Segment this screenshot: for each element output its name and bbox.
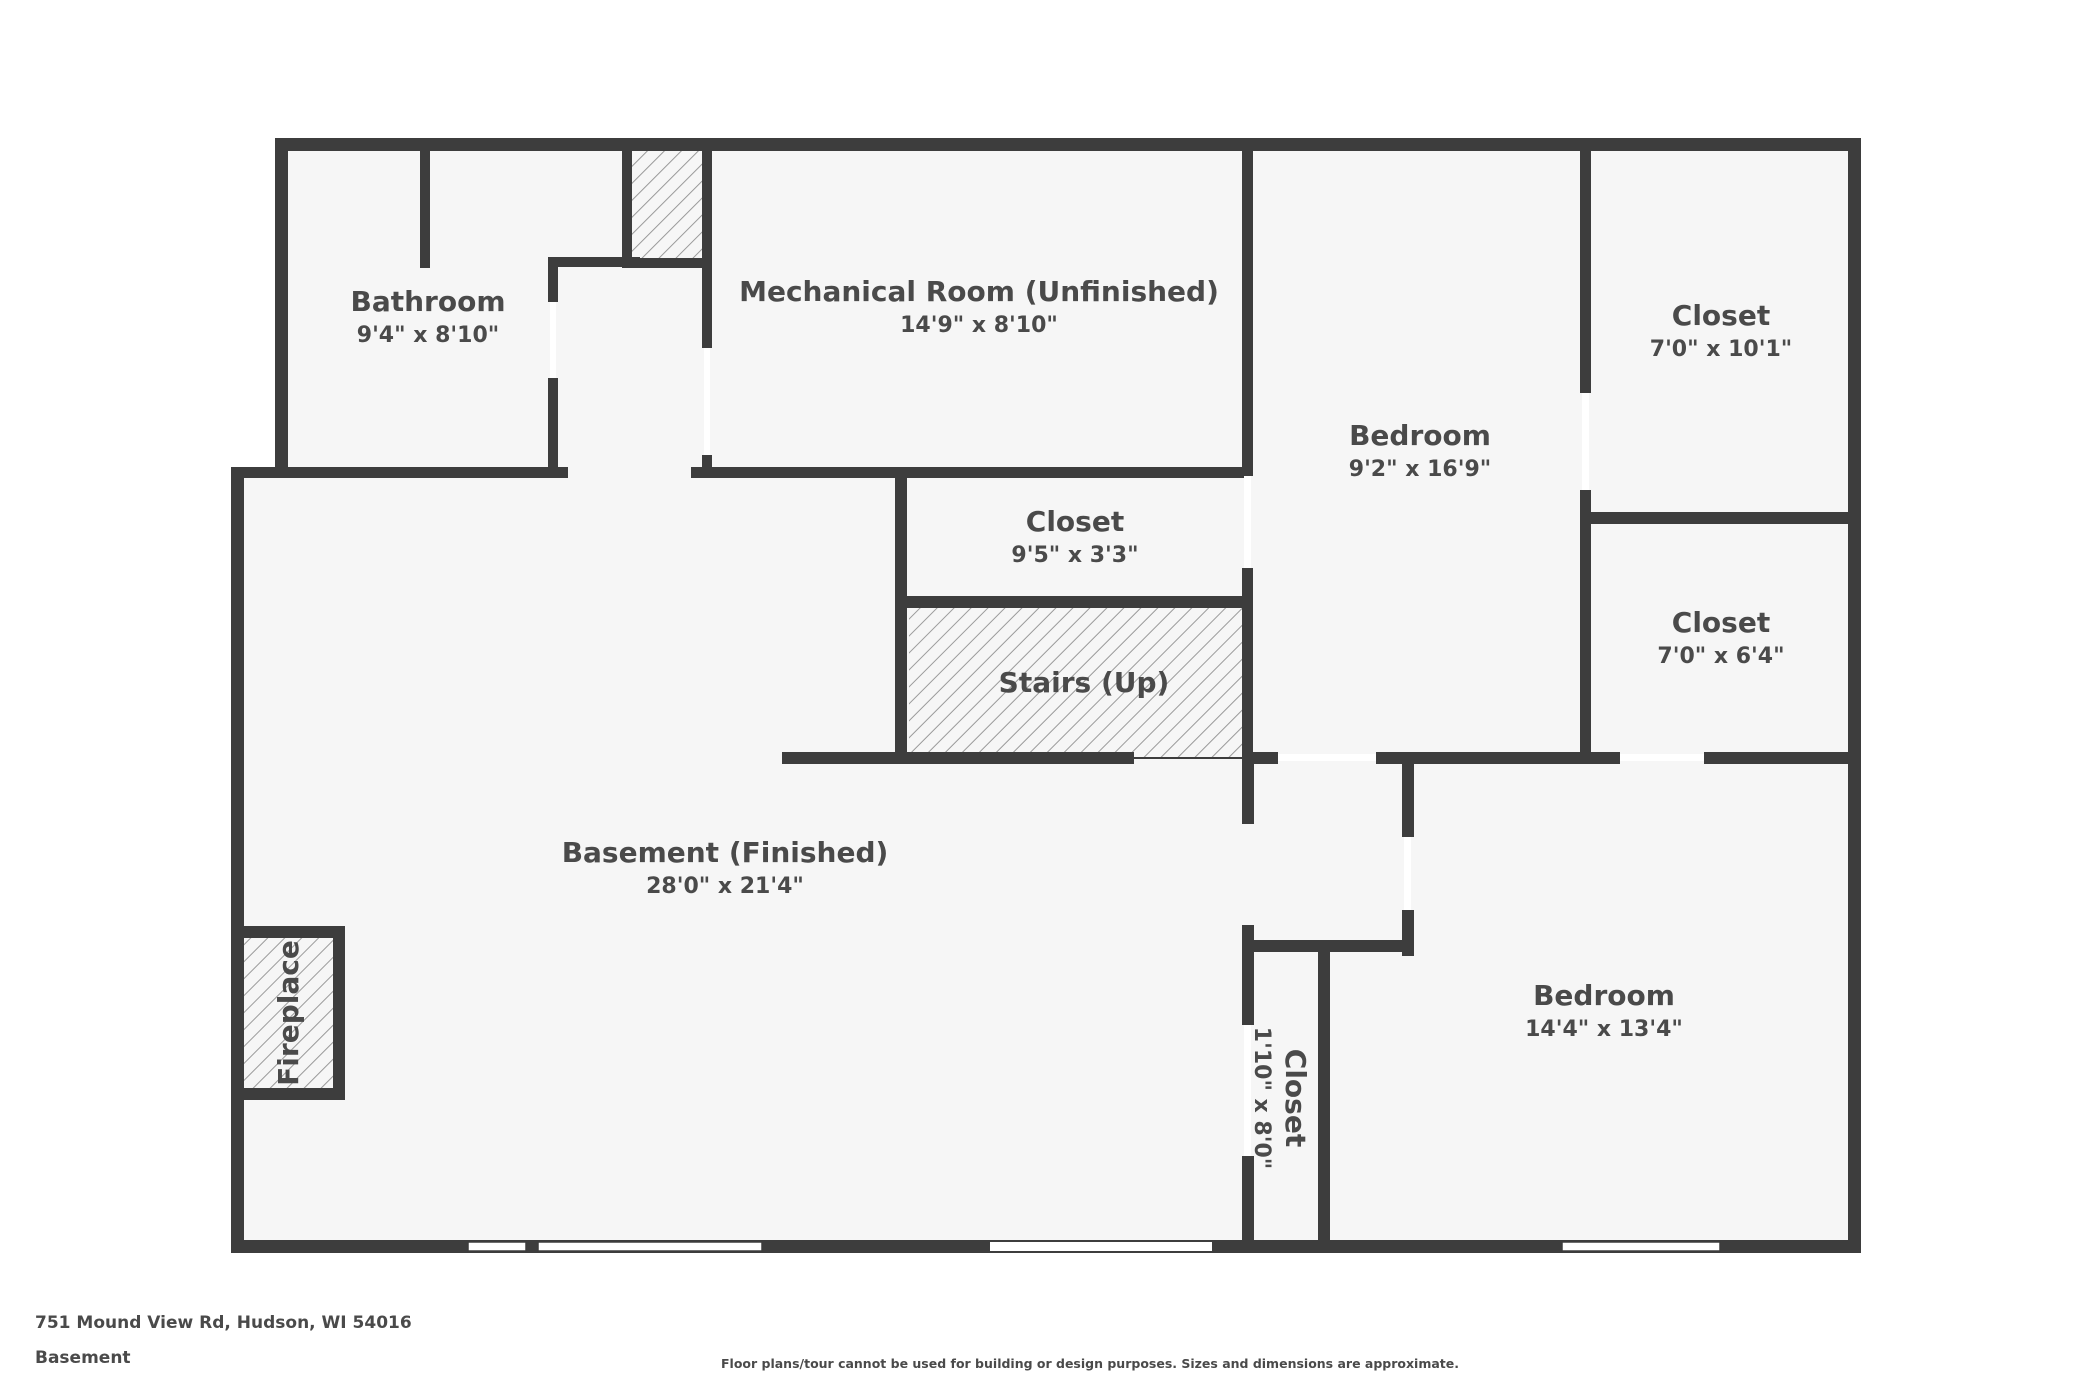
room-dims: 14'9" x 8'10": [900, 313, 1058, 338]
chimney-chase: [632, 148, 702, 260]
room-bedroom-upper: Bedroom 9'2" x 16'9": [1349, 419, 1491, 482]
room-name: Mechanical Room (Unfinished): [739, 275, 1219, 308]
room-closet-mid-right: Closet 7'0" x 6'4": [1657, 606, 1784, 669]
room-stairs: Stairs (Up): [999, 666, 1170, 699]
fireplace-area: [242, 938, 334, 1088]
room-dims: 7'0" x 6'4": [1657, 644, 1784, 669]
room-fireplace: Fireplace: [272, 940, 305, 1086]
room-name: Bedroom: [1533, 979, 1675, 1012]
room-bathroom: Bathroom 9'4" x 8'10": [350, 285, 505, 348]
room-dims: 14'4" x 13'4": [1525, 1017, 1683, 1042]
room-dims: 9'2" x 16'9": [1349, 457, 1491, 482]
room-dims: 9'4" x 8'10": [357, 323, 499, 348]
room-dims: 28'0" x 21'4": [646, 874, 804, 899]
room-name: Closet: [1672, 299, 1770, 332]
room-name: Closet: [1279, 1049, 1312, 1147]
room-name: Stairs (Up): [999, 666, 1170, 699]
stairs-area: [909, 607, 1244, 757]
room-bedroom-lower: Bedroom 14'4" x 13'4": [1525, 979, 1683, 1042]
windows: [467, 302, 1721, 1252]
room-closet-center: Closet 9'5" x 3'3": [1011, 505, 1138, 568]
room-closet-top-right: Closet 7'0" x 10'1": [1650, 299, 1792, 362]
room-name: Bathroom: [350, 285, 505, 318]
room-mechanical: Mechanical Room (Unfinished) 14'9" x 8'1…: [739, 275, 1219, 338]
room-name: Closet: [1026, 505, 1124, 538]
room-dims: 1'10" x 8'0": [1249, 1027, 1274, 1169]
room-name: Basement (Finished): [562, 836, 889, 869]
room-dims: 9'5" x 3'3": [1011, 543, 1138, 568]
room-name: Closet: [1672, 606, 1770, 639]
room-name: Fireplace: [272, 940, 305, 1086]
room-dims: 7'0" x 10'1": [1650, 337, 1792, 362]
room-name: Bedroom: [1349, 419, 1491, 452]
disclaimer-text: Floor plans/tour cannot be used for buil…: [721, 1356, 1459, 1371]
property-address: 751 Mound View Rd, Hudson, WI 54016: [35, 1313, 412, 1333]
walls: [231, 138, 1861, 1253]
room-closet-narrow: Closet 1'10" x 8'0": [1249, 1027, 1312, 1169]
floor-level-label: Basement: [35, 1348, 131, 1368]
room-basement: Basement (Finished) 28'0" x 21'4": [562, 836, 889, 899]
